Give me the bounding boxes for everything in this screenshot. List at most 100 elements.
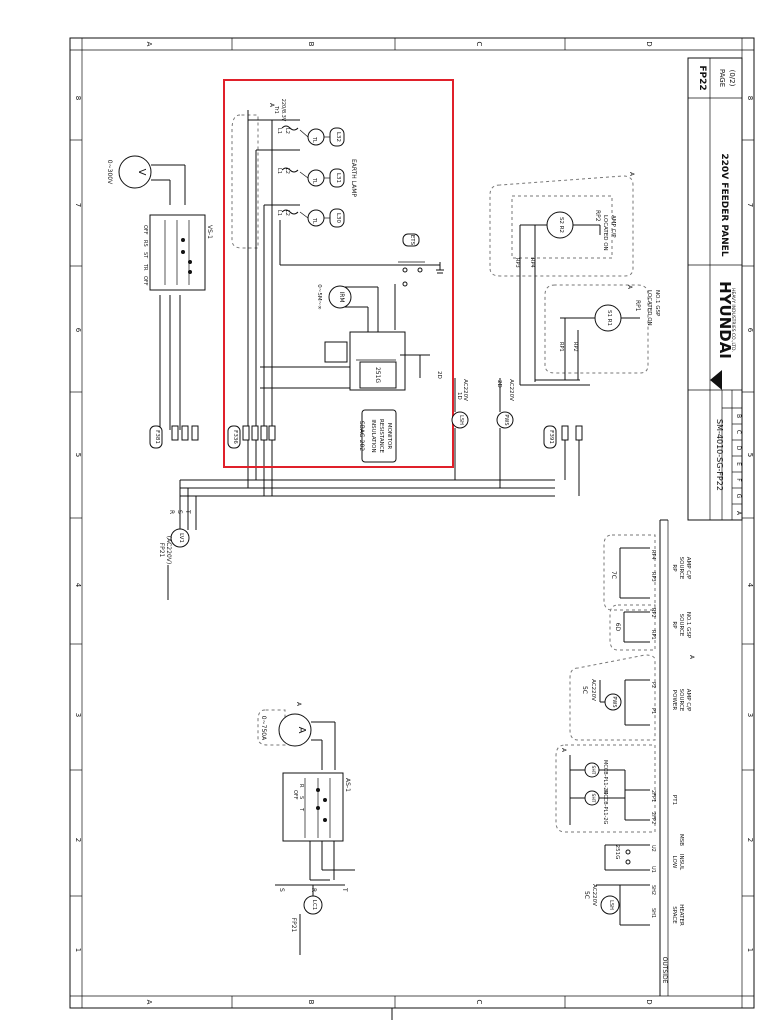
lc1-connector	[275, 884, 345, 955]
term-rp3: RP3	[514, 258, 520, 268]
rev-mark-earth: A	[268, 103, 275, 108]
company-subtitle: HEAVY INDUSTRIES CO.,LTD.	[730, 288, 736, 352]
vs-name: VS-1	[206, 225, 213, 239]
mccb-label-2: MCCB-PL1-2G	[602, 790, 608, 824]
fuse-f381	[149, 425, 199, 449]
term-rp2-strip: RP2	[650, 608, 656, 618]
lamp-l32: L32	[335, 132, 341, 142]
ref-1d: 1D	[456, 392, 462, 400]
lamp2-l1: L1	[276, 168, 282, 174]
power-source-l3: AMP C/P	[685, 689, 691, 712]
col-label-c-bottom: C	[475, 1000, 483, 1005]
col-label-d-top: D	[645, 41, 653, 46]
term-rp3-strip: RP3	[650, 572, 656, 582]
row-label-3-left: 3	[74, 713, 82, 717]
rev-letter-g: G	[735, 494, 742, 499]
col-label-a-bottom: A	[145, 1000, 153, 1005]
lamp1-l1: L1	[276, 128, 282, 134]
lc1-label: LC1	[311, 900, 317, 910]
row-label-7-right: 7	[746, 203, 754, 207]
sbag-desc2: RESISTANCE	[378, 419, 384, 454]
low-insul-l2: INSUL	[678, 854, 684, 871]
lamp3-l1: L1	[276, 210, 282, 216]
tr1-label: Tr1	[273, 105, 279, 114]
hyundai-logo-icon	[710, 370, 722, 390]
term-sh1: SH1	[650, 908, 656, 918]
ets-label: ETS	[409, 235, 415, 246]
phase-r-upper: R	[168, 510, 175, 514]
power-source-l2: SOURCE	[678, 689, 684, 712]
sheet-border	[69, 37, 755, 1020]
rev-letter-d: D	[735, 446, 742, 451]
rp1-location2: NO.1 GSP	[654, 290, 660, 317]
ref-7c: 7C	[610, 571, 617, 579]
lamp-l31: L31	[335, 173, 341, 183]
rp-source-amp-l3: AMP C/P	[685, 557, 691, 580]
ammeter-symbol: A	[296, 727, 307, 734]
as-pos-r: R	[298, 784, 304, 788]
row-label-4-left: 4	[74, 583, 82, 588]
term-rp1: RP1	[558, 342, 564, 352]
power-ref-5c: 5C	[581, 686, 588, 694]
lamp-l30: L30	[335, 213, 341, 224]
mccb-label-1: MCCB-PL1-2G	[602, 760, 608, 794]
drawing-number: SM-4010-SG-FP22	[715, 419, 724, 491]
term-2fp2: 2FP2	[650, 812, 656, 824]
rev-mark-mccb: A	[560, 748, 567, 753]
pws-label: PWS	[503, 414, 509, 425]
lamp2-l2: L2	[284, 168, 290, 174]
lamp3-l2: L2	[284, 210, 290, 216]
row-label-2-right: 2	[746, 838, 754, 842]
rev-letter-b: B	[735, 414, 742, 418]
power-source-l1: POWER	[671, 690, 677, 711]
row-label-8-right: 8	[746, 96, 754, 100]
ammeter-range: 0~750A	[260, 716, 267, 741]
term-p2: P2	[650, 682, 656, 688]
space-heater-block	[596, 884, 650, 926]
sbag-model: SBAG-202	[358, 421, 365, 451]
lsh-label: LSH	[458, 415, 464, 425]
rev-letter-e: E	[735, 462, 742, 466]
as-pos-off: OFF	[292, 790, 298, 800]
ref-2d: 2D	[496, 380, 502, 388]
heater-voltage: AC220V	[591, 884, 597, 906]
phase-t-upper: T	[184, 509, 191, 514]
fuse-f391-label: F391	[548, 430, 554, 444]
voltmeter-symbol: V	[136, 169, 147, 176]
row-label-6-left: 6	[74, 328, 82, 333]
row-label-8-left: 8	[74, 96, 82, 100]
outside-label: OUTSIDE	[661, 957, 668, 984]
mccb-shunt-trip-block	[555, 744, 656, 833]
voltmeter-range: 0~300V	[106, 160, 113, 185]
rp-source-amp-l2: SOURCE	[678, 557, 684, 580]
ammeter	[257, 709, 336, 770]
rp2-location2: AMP C/P	[610, 215, 616, 238]
fp21-upper-label: FP21	[158, 543, 165, 558]
phase-s-lower: S	[278, 888, 285, 892]
power-pws-label: PWS	[611, 696, 617, 707]
row-label-7-left: 7	[74, 203, 82, 207]
lamp-icon-2: TL	[311, 177, 317, 184]
rev-mark-amp: A	[295, 702, 302, 707]
term-sh2: SH2	[650, 885, 656, 895]
col-label-d-bottom: D	[645, 999, 653, 1004]
term-rp1-strip: RP1	[650, 630, 656, 640]
rp1-location1: LOCATED ON	[646, 290, 652, 326]
row-label-1-right: 1	[746, 948, 754, 952]
ammeter-selector-switch	[282, 772, 355, 881]
rp-source-gsp-l2: SOURCE	[678, 614, 684, 637]
rp2-relay-contact: S2 R2	[558, 217, 564, 233]
sbag-desc1: INSULATION	[370, 419, 376, 452]
sht-label-2: SHT	[590, 794, 596, 803]
col-label-a-top: A	[145, 42, 153, 47]
row-label-2-left: 2	[74, 838, 82, 842]
term-p1: P1	[650, 708, 656, 714]
company-name: HYUNDAI	[716, 281, 734, 359]
lv1-connector	[167, 515, 197, 600]
row-label-5-left: 5	[74, 453, 82, 457]
space-heater-l2: HEATER	[678, 904, 684, 926]
rp2-location1: LOCATED ON	[602, 215, 608, 251]
voltmeter	[118, 155, 186, 205]
row-label-5-right: 5	[746, 453, 754, 457]
rev-letter-f: F	[735, 478, 742, 482]
